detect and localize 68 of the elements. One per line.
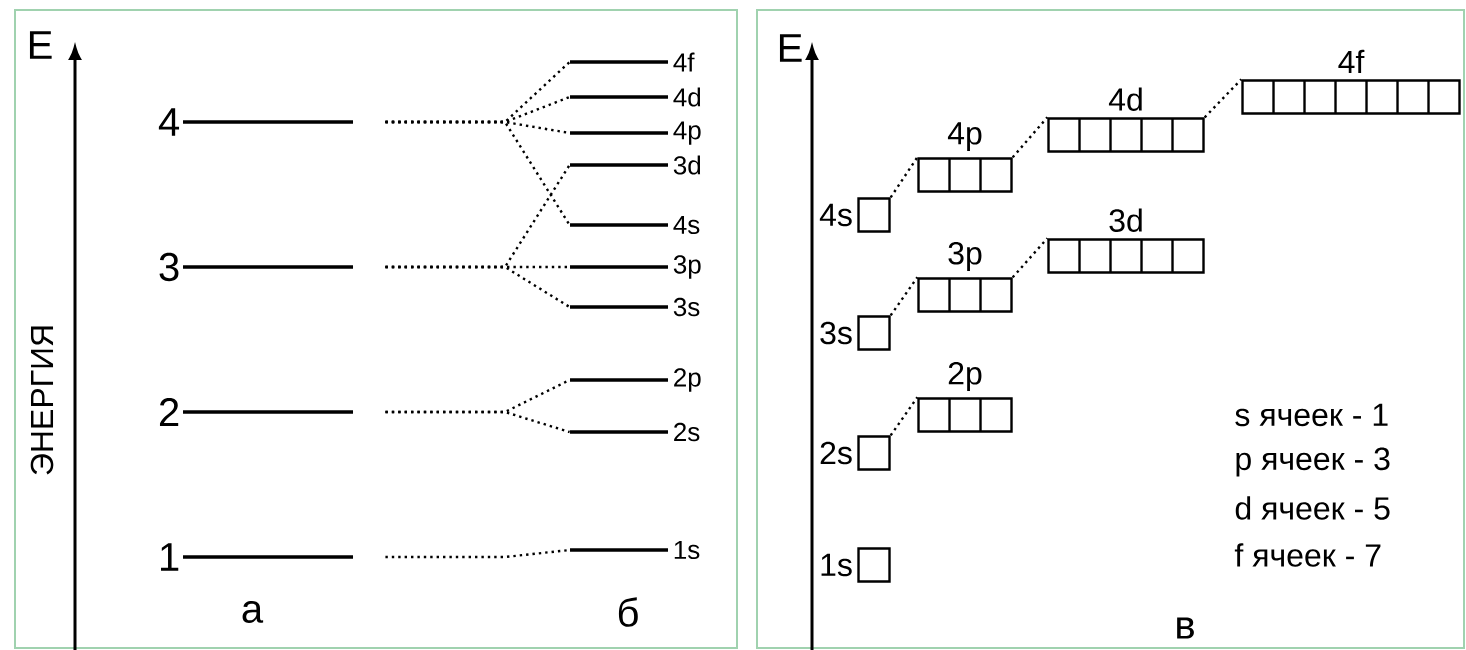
axis-title: ЭНЕРГИЯ [30,326,54,475]
dotted-connector [889,276,919,316]
node-label: 1s [674,540,700,560]
node-label: 2s [820,441,852,465]
node-label: 3p [948,241,982,271]
dotted-connector [385,120,571,226]
note: f ячеек - 7 [1234,543,1381,567]
energy-sublevel: 4s [570,215,700,235]
node-label: 4s [819,203,852,227]
panel-label: б [618,597,638,627]
node-label: 4f [673,52,695,72]
energy-sublevel: 3p [570,255,701,279]
node-label: 1 [161,543,179,571]
note: s ячеек - 1 [1235,403,1388,427]
node-label: 2 [159,398,179,426]
energy-level: 3 [159,252,353,282]
energy-level: 4 [158,108,353,136]
node-label: 1s [821,553,852,577]
orbital-cells: 1s [821,547,891,583]
node-label: 4p [673,121,701,145]
orbital-cells: 3s [820,315,891,351]
panel-label: в [1177,617,1194,639]
dotted-connector [889,396,919,436]
orbital-cells: 3p [917,241,1013,313]
orbital-cells: 3d [1047,208,1205,274]
axis-label: E [779,34,802,62]
energy-sublevel: 3s [570,297,700,317]
energy-sublevel: 4d [570,87,701,107]
orbital-cells: 2p [917,361,1013,433]
dotted-connector [1203,78,1243,119]
node-label: 2p [948,361,982,391]
node-label: 3s [820,321,852,345]
panel-label: а [242,601,264,623]
node-label: 4d [1108,87,1142,111]
dotted-connector [385,410,570,434]
note: d ячеек - 5 [1235,496,1390,520]
axis-label: E [29,31,52,59]
node-label: 4p [947,122,982,151]
energy-level: 1 [161,543,353,571]
energy-sublevel: 1s [570,540,700,560]
note: p ячеек - 3 [1236,447,1390,477]
node-label: 3p [673,255,701,279]
energy-sublevel: 4f [570,52,695,72]
energy-sublevel: 4p [570,121,701,145]
node-label: 2s [674,422,700,442]
energy-sublevel: 2p [570,368,701,392]
node-label: 3 [159,252,179,282]
orbital-cells: 4d [1047,87,1205,153]
node-label: 3d [1109,208,1142,232]
node-label: 4d [673,87,701,107]
node-label: 3s [673,297,700,317]
energy-sublevel: 2s [570,422,700,442]
orbital-cells: 4s [819,197,891,233]
node-label: 2p [674,368,701,392]
dotted-connector [385,265,571,309]
node-label: 4 [158,108,180,136]
dotted-connector [1011,237,1049,279]
dotted-connector [1011,116,1049,159]
node-label: 3d [673,155,701,175]
orbital-cells: 2s [820,435,891,471]
energy-level: 2 [159,398,353,426]
energy-sublevel: 3d [570,155,701,175]
node-label: 4f [1338,49,1365,73]
node-label: 4s [673,215,700,235]
orbital-cells: 4f [1241,49,1461,115]
dotted-connector [385,548,570,559]
dotted-connector [889,156,919,198]
orbital-cells: 4p [917,122,1013,193]
